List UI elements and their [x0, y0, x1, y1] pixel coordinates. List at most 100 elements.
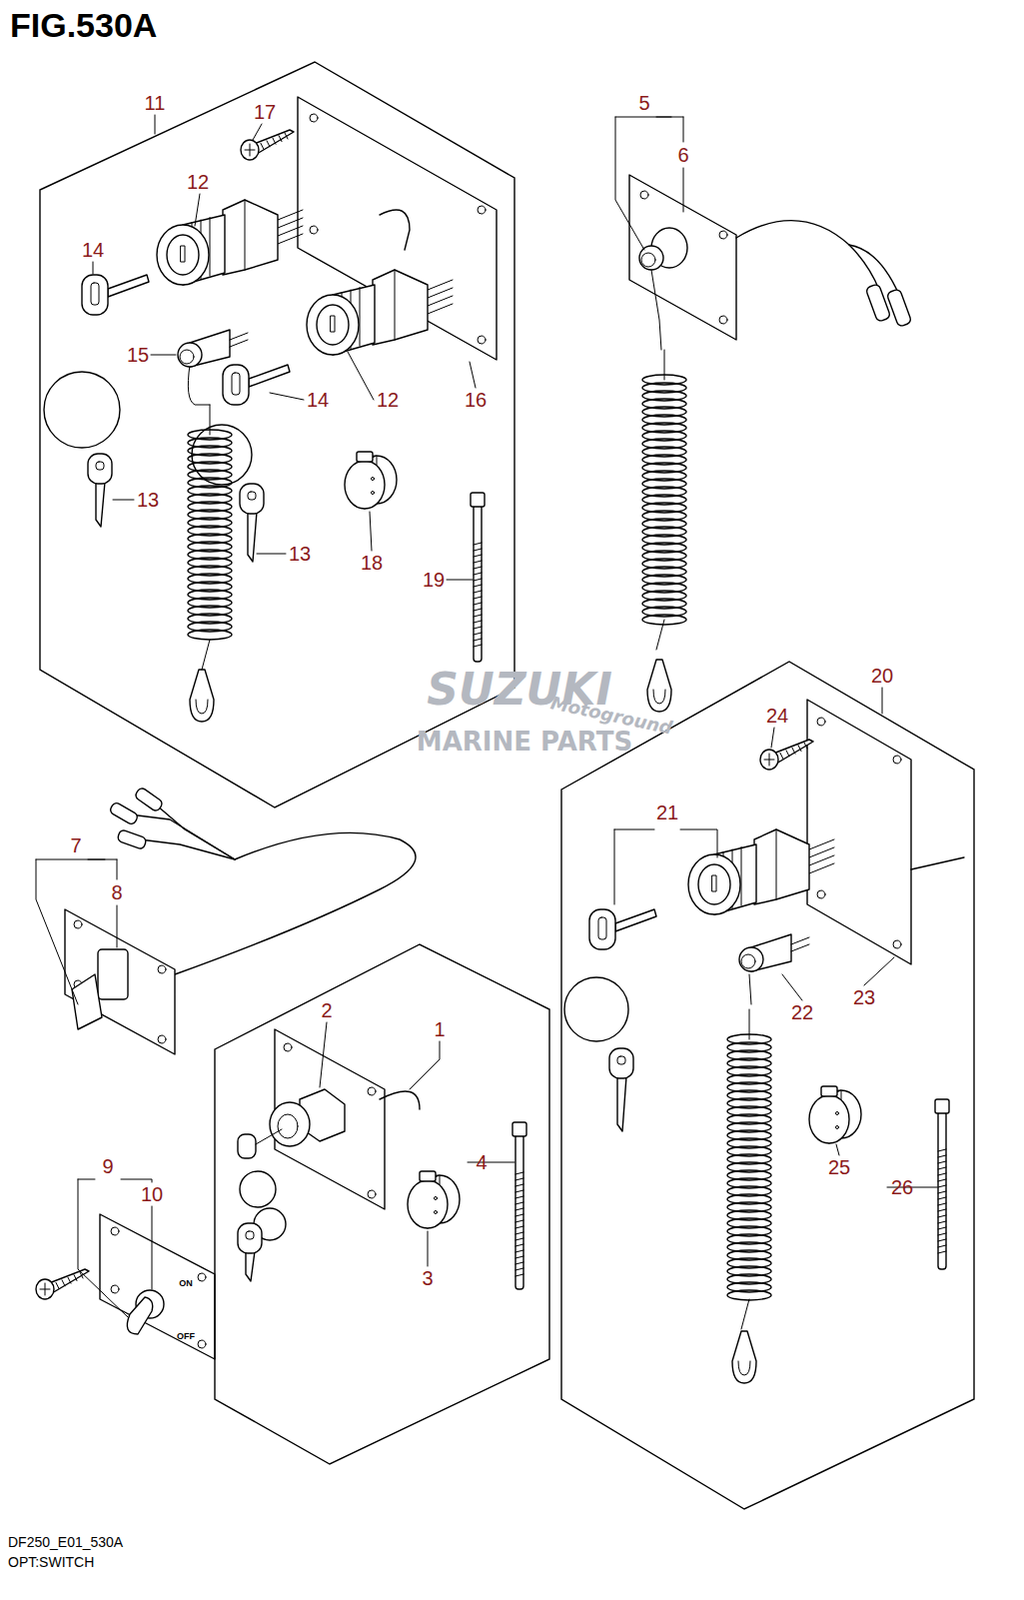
leader-line: [864, 957, 895, 986]
cable-tie-ridge: [473, 542, 482, 545]
cable-tie-ridge: [515, 1201, 524, 1204]
cable-tie-ridge: [473, 572, 482, 575]
cap-face: [809, 1094, 850, 1143]
switch-wire: [277, 233, 303, 244]
bracket-line: [409, 1040, 440, 1089]
leader-line: [469, 361, 476, 388]
screw-hole: [719, 230, 728, 239]
callout-number: 15: [126, 344, 149, 365]
cable-tie-ridge: [938, 1178, 947, 1181]
cable-tie-ridge: [515, 1171, 524, 1174]
mounting-plate: [807, 699, 912, 965]
bracket-line: [116, 859, 118, 880]
cable-tie-ridge: [473, 590, 482, 593]
screw-thread: [278, 135, 282, 142]
cable-tie-ridge: [515, 1243, 524, 1246]
cable-tie-ridge: [938, 1148, 947, 1151]
bracket-line: [656, 116, 684, 118]
switch-face: [156, 224, 209, 285]
screw-thread: [780, 752, 784, 759]
group-outline: [561, 661, 975, 1509]
leader-line: [369, 511, 372, 551]
cable-tie-ridge: [473, 566, 482, 569]
screw-hole: [157, 1034, 166, 1043]
bracket-line: [120, 1178, 152, 1182]
screw-hole: [477, 205, 486, 214]
key-head: [609, 1047, 634, 1078]
connector: [108, 801, 139, 826]
switch-wire: [809, 847, 835, 858]
callout-number: 16: [464, 389, 487, 410]
callout-number: 9: [101, 1155, 113, 1176]
key-ring: [564, 977, 629, 1041]
screw-thread: [284, 132, 288, 139]
switch-wire: [427, 303, 453, 314]
leader-line: [194, 193, 200, 226]
group-number: 1: [433, 1019, 445, 1039]
knob-lever: [126, 1296, 152, 1334]
key-ring: [43, 371, 120, 448]
key-head: [87, 453, 112, 484]
screw-cross: [44, 1282, 46, 1295]
screw-hole: [197, 1339, 206, 1348]
switch-face-inner: [316, 304, 349, 345]
callout-number: 14: [81, 239, 104, 260]
cap-face: [407, 1179, 448, 1228]
group-outline-shape: [214, 944, 550, 1464]
leader-line: [150, 354, 176, 356]
switch-block: [222, 199, 278, 275]
callout-number: 13: [288, 543, 311, 564]
wire-harness: [379, 209, 410, 250]
cable: [911, 857, 965, 870]
cable-tie-ridge: [515, 1195, 524, 1198]
lanyard-coil: [727, 1289, 772, 1300]
screw-thread: [61, 1279, 65, 1286]
screw-thread: [260, 142, 264, 149]
screw-thread: [786, 750, 790, 757]
screw-thread: [792, 747, 796, 754]
switch-wire: [809, 855, 835, 866]
key-head: [237, 1222, 262, 1253]
key-switch-face: [269, 1101, 310, 1146]
callout-number: 18: [360, 552, 383, 573]
key-slot: [180, 245, 185, 262]
cable-tie-ridge: [938, 1226, 947, 1229]
cap-tab: [821, 1085, 838, 1096]
key-ring: [239, 1170, 276, 1207]
connector: [133, 786, 164, 813]
key-blade: [245, 1250, 255, 1281]
switch-wire: [229, 332, 248, 340]
screw-hole: [197, 1272, 206, 1281]
screw-hole: [893, 940, 902, 949]
connector: [886, 288, 912, 328]
cable-tie: [473, 504, 482, 662]
switch-block-edge: [244, 199, 246, 270]
lanyard-cord: [187, 364, 210, 405]
screw-hole: [110, 1284, 119, 1293]
screw-hole: [73, 920, 82, 929]
figure-title: FIG.530A: [9, 7, 157, 42]
lanyard-cord: [741, 1298, 750, 1329]
leader-line: [683, 167, 685, 212]
stop-switch-face: [639, 245, 664, 270]
screw-thread: [272, 137, 276, 144]
screw-cross: [769, 753, 771, 766]
cable-tie-ridge: [938, 1244, 947, 1247]
barrel-ring: [359, 287, 361, 347]
leader-line: [151, 1205, 153, 1289]
key-head-slot: [598, 917, 607, 940]
lanyard-cord: [656, 619, 665, 650]
callout-number: 22: [791, 1002, 814, 1023]
switch-wire: [427, 279, 453, 290]
cable-tie-ridge: [515, 1255, 524, 1258]
connector: [116, 829, 147, 851]
cable-tie-ridge: [473, 602, 482, 605]
cable-tie-ridge: [515, 1267, 524, 1270]
switch-face: [688, 854, 741, 915]
figure-caption: OPT:SWITCH: [7, 1554, 94, 1569]
cap-dot: [836, 1125, 840, 1129]
switch-wire: [277, 217, 303, 228]
screw-hole: [367, 1086, 376, 1095]
cable-tie-ridge: [515, 1261, 524, 1264]
switch-wire: [229, 339, 248, 347]
